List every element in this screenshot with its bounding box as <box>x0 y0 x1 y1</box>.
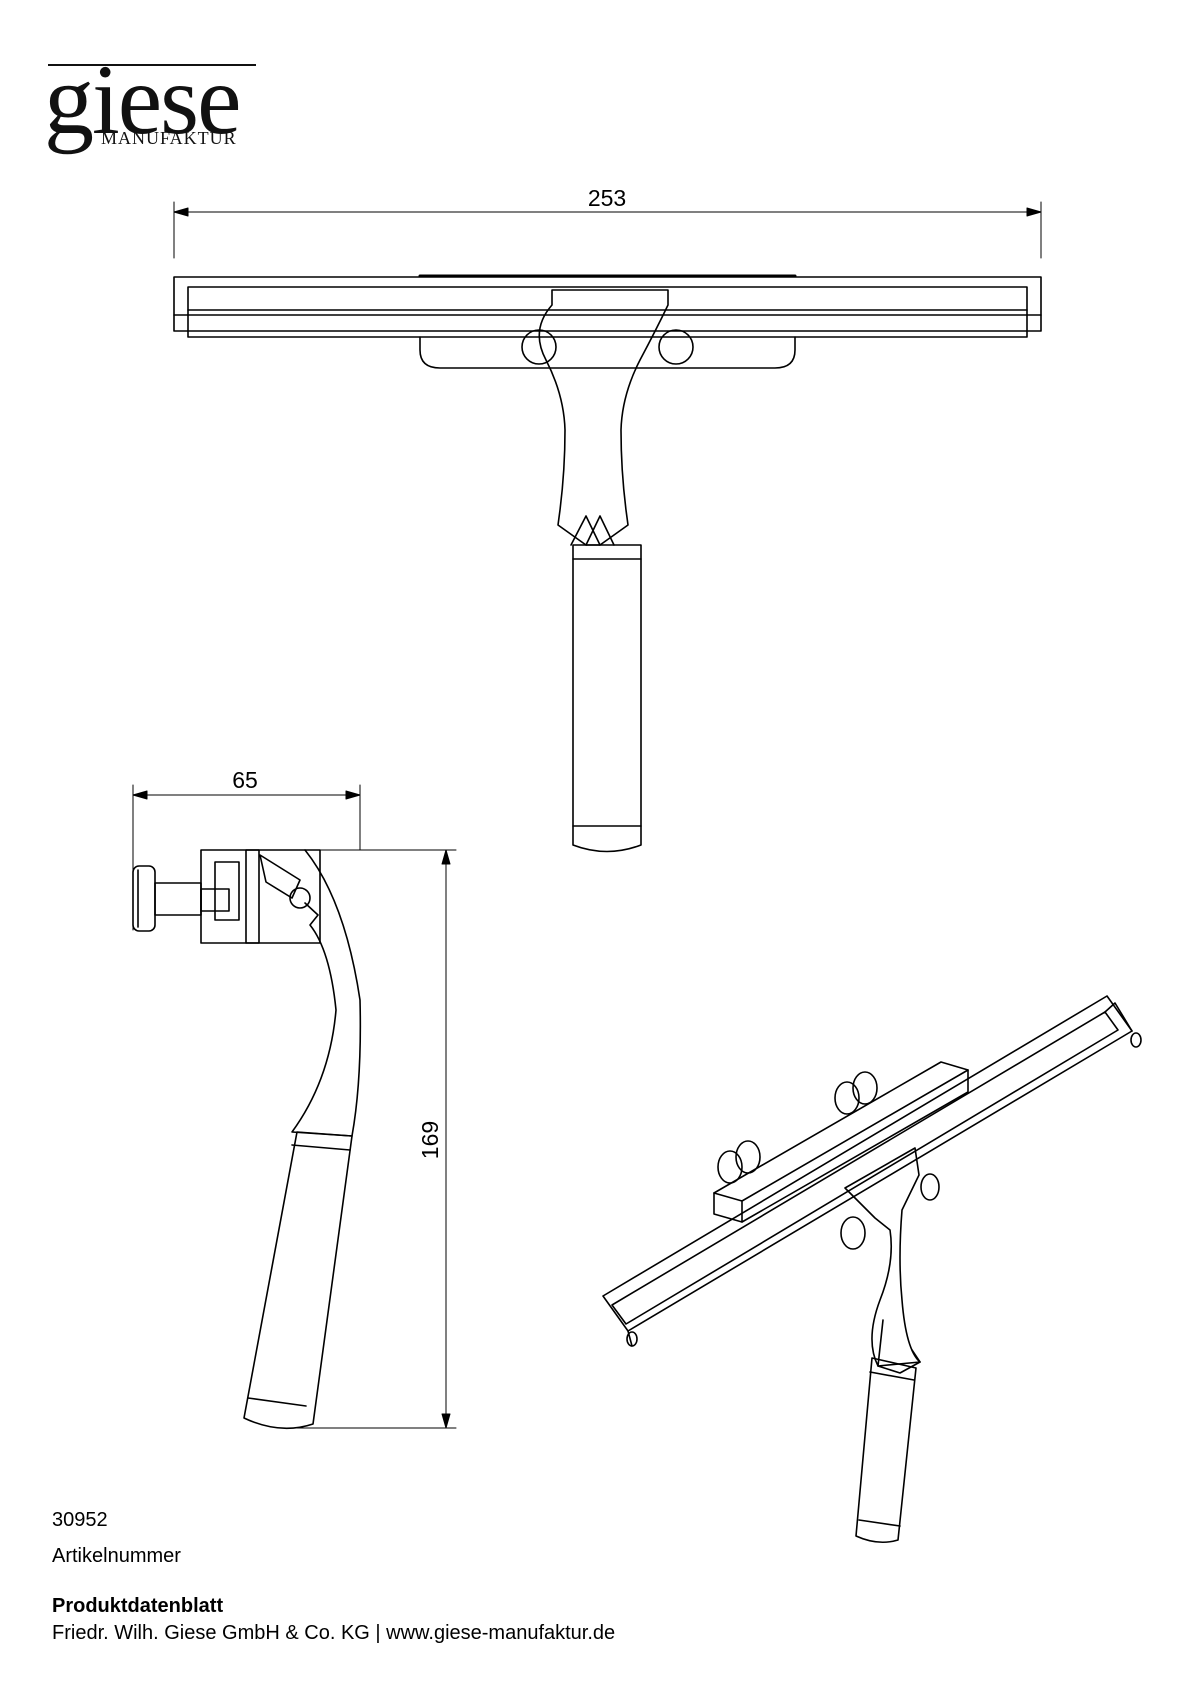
company-line: Friedr. Wilh. Giese GmbH & Co. KG | www.… <box>52 1622 616 1644</box>
side-bracket <box>132 849 321 944</box>
iso-mount-rail <box>713 1061 969 1223</box>
logo-wordmark: giese <box>44 44 241 155</box>
iso-handle <box>844 1147 921 1544</box>
mount-knob-right <box>658 329 694 365</box>
squeegee-blade <box>173 274 1042 338</box>
side-handle <box>243 849 362 1430</box>
article-number-label: Artikelnummer <box>52 1545 181 1567</box>
iso-knob-left <box>840 1216 866 1250</box>
front-handle <box>538 289 669 853</box>
isometric-view <box>602 995 1142 1544</box>
height-label: 169 <box>417 1121 443 1159</box>
front-view: 253 <box>173 185 1042 853</box>
height-dimension <box>279 849 457 1429</box>
iso-knob-right <box>920 1173 940 1201</box>
iso-blade <box>602 995 1142 1347</box>
article-number: 30952 <box>52 1509 108 1531</box>
width-dimension <box>173 201 1042 259</box>
width-label: 253 <box>588 185 626 211</box>
logo-top-rule <box>48 64 256 66</box>
datasheet-title: Produktdatenblatt <box>52 1595 224 1617</box>
logo-subtitle: MANUFAKTUR <box>101 128 237 148</box>
side-view: 65 169 <box>132 767 457 1430</box>
depth-label: 65 <box>232 767 258 793</box>
mount-plate <box>419 336 796 369</box>
